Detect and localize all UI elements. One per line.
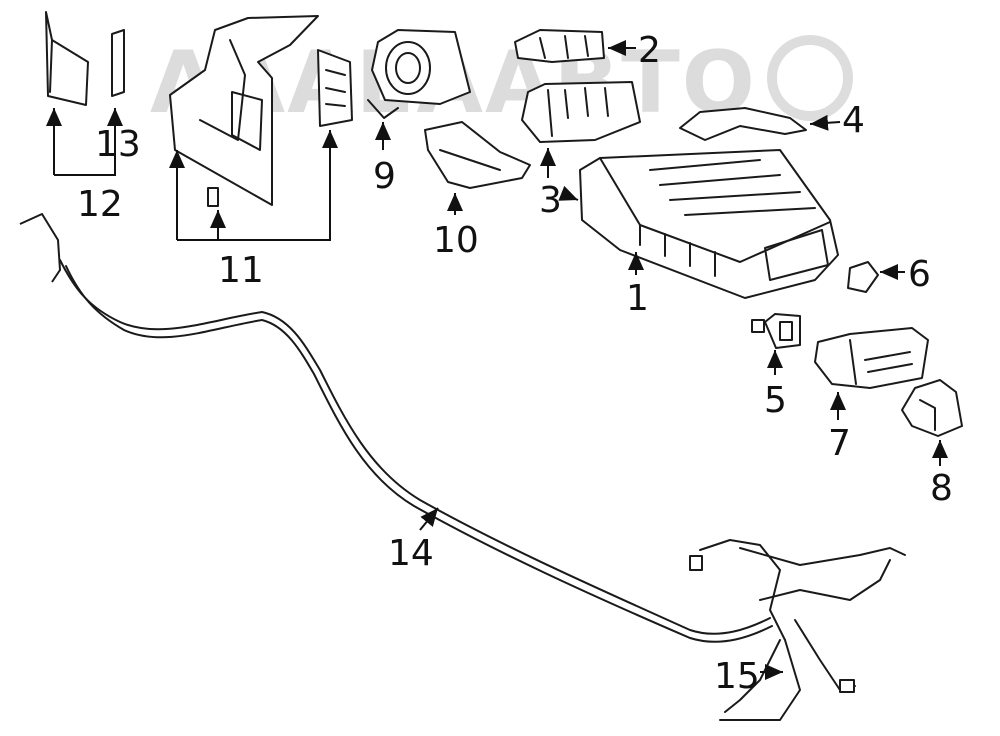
leader-lines (46, 40, 948, 680)
callout-12: 12 (77, 184, 123, 225)
part-12-panel (45, 11, 89, 106)
watermark-ring (767, 35, 853, 121)
callout-8: 8 (930, 468, 953, 509)
callout-1: 1 (626, 278, 649, 319)
callout-3: 3 (539, 180, 562, 221)
callout-15: 15 (714, 656, 760, 697)
part-15-harness (689, 539, 906, 721)
callout-2: 2 (638, 30, 661, 71)
part-4-bracket (679, 107, 807, 141)
part-3-cover (521, 81, 641, 143)
callout-10: 10 (433, 220, 479, 261)
callout-5: 5 (764, 380, 787, 421)
callout-11: 11 (218, 250, 264, 291)
part-7-ecu (814, 327, 929, 389)
callout-4: 4 (842, 100, 865, 141)
callout-7: 7 (828, 423, 851, 464)
callout-labels: 13 12 11 9 10 2 3 4 1 6 5 7 8 14 15 (77, 30, 953, 697)
part-10-duct (424, 121, 531, 189)
part-8-relay (901, 379, 963, 437)
callout-9: 9 (373, 156, 396, 197)
callout-13: 13 (95, 124, 141, 165)
callout-14: 14 (388, 533, 434, 574)
part-11-duct-housing (169, 15, 353, 207)
part-14-harness (19, 213, 773, 643)
callout-6: 6 (908, 254, 931, 295)
part-9-blower (367, 29, 471, 119)
part-1-battery (579, 149, 839, 299)
part-6-clip (847, 261, 879, 293)
part-5-sensor (751, 313, 801, 349)
part-13-strip (111, 29, 125, 97)
part-2-bracket (514, 29, 605, 63)
